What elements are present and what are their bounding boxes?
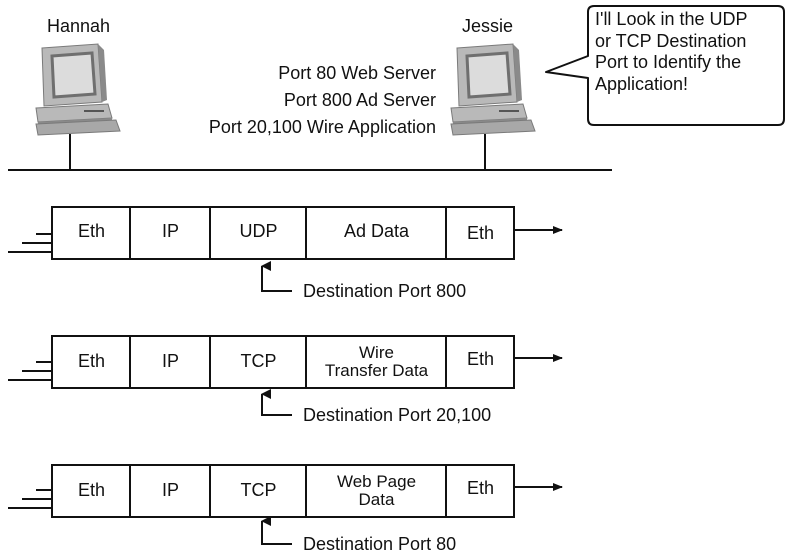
frame1-eth-header: Eth — [77, 221, 106, 241]
host-label-jessie: Jessie — [462, 16, 514, 36]
frame3-payload: Web Page Data — [307, 466, 446, 516]
frame2-payload-line2: Transfer Data — [324, 361, 429, 380]
frame3-eth-header: Eth — [77, 480, 106, 500]
callout-line: Port to Identify the — [595, 52, 742, 72]
frame3-ip-header: IP — [161, 480, 179, 500]
frame3-pointer-label: Destination Port 80 — [303, 534, 457, 554]
frame3-payload-line1: Web Page — [336, 472, 417, 491]
frame2-transport-header: TCP — [240, 351, 277, 371]
port-line-web: Port 80 Web Server — [278, 63, 436, 83]
callout-line: or TCP Destination — [595, 30, 747, 51]
computer-jessie-icon — [450, 43, 536, 136]
frame-tcp-web — [8, 464, 563, 545]
frame1-eth-trailer: Eth — [466, 223, 495, 243]
host-label-hannah: Hannah — [47, 16, 111, 36]
frame-udp-ad — [8, 206, 563, 292]
callout-line: I'll Look in the UDP — [595, 9, 748, 29]
frame2-payload-line1: Wire — [359, 343, 394, 362]
frame2-eth-trailer: Eth — [466, 349, 495, 369]
frame3-payload-line2: Data — [358, 490, 395, 509]
frame3-transport-header: TCP — [240, 480, 277, 500]
frame1-ip-header: IP — [161, 221, 179, 241]
callout-line: Application! — [595, 73, 689, 94]
frame1-pointer-label: Destination Port 800 — [303, 281, 467, 301]
frame3-eth-trailer: Eth — [466, 478, 495, 498]
frame2-eth-header: Eth — [77, 351, 106, 371]
frame2-payload: Wire Transfer Data — [307, 337, 446, 387]
callout-text: I'll Look in the UDP or TCP Destination … — [595, 9, 785, 95]
frame1-payload: Ad Data — [343, 221, 410, 241]
computer-hannah-icon — [35, 43, 121, 136]
frame2-pointer-label: Destination Port 20,100 — [303, 405, 492, 425]
frame1-transport-header: UDP — [239, 221, 278, 241]
port-line-wire: Port 20,100 Wire Application — [208, 117, 436, 137]
frame2-ip-header: IP — [161, 351, 179, 371]
frame-tcp-wire — [8, 335, 563, 416]
speech-bubble — [545, 5, 785, 126]
port-line-ad: Port 800 Ad Server — [283, 90, 436, 110]
